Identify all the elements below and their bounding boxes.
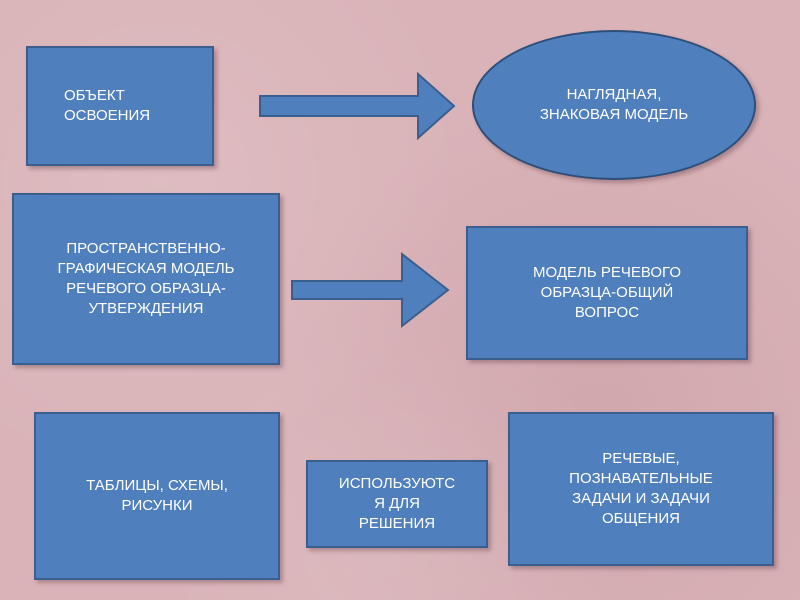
used-for-box: ИСПОЛЬЗУЮТС Я ДЛЯ РЕШЕНИЯ xyxy=(306,460,488,548)
visual-model-ellipse: НАГЛЯДНАЯ, ЗНАКОВАЯ МОДЕЛЬ xyxy=(472,30,756,180)
tables-box: ТАБЛИЦЫ, СХЕМЫ, РИСУНКИ xyxy=(34,412,280,580)
used-for-label: ИСПОЛЬЗУЮТС Я ДЛЯ РЕШЕНИЯ xyxy=(338,474,456,533)
spatial-model-label: ПРОСТРАНСТВЕННО- ГРАФИЧЕСКАЯ МОДЕЛЬ РЕЧЕ… xyxy=(57,239,235,318)
tables-label: ТАБЛИЦЫ, СХЕМЫ, РИСУНКИ xyxy=(86,476,228,514)
question-model-box: МОДЕЛЬ РЕЧЕВОГО ОБРАЗЦА-ОБЩИЙ ВОПРОС xyxy=(466,226,748,360)
object-label: ОБЪЕКТ ОСВОЕНИЯ xyxy=(64,86,151,124)
tasks-box: РЕЧЕВЫЕ, ПОЗНАВАТЕЛЬНЫЕ ЗАДАЧИ И ЗАДАЧИ … xyxy=(508,412,774,566)
arrow-right-icon xyxy=(291,251,450,329)
spatial-model-box: ПРОСТРАНСТВЕННО- ГРАФИЧЕСКАЯ МОДЕЛЬ РЕЧЕ… xyxy=(12,193,280,365)
question-model-label: МОДЕЛЬ РЕЧЕВОГО ОБРАЗЦА-ОБЩИЙ ВОПРОС xyxy=(533,263,681,322)
tasks-label: РЕЧЕВЫЕ, ПОЗНАВАТЕЛЬНЫЕ ЗАДАЧИ И ЗАДАЧИ … xyxy=(569,449,713,528)
object-box: ОБЪЕКТ ОСВОЕНИЯ xyxy=(26,46,214,166)
arrow-right-icon xyxy=(259,71,456,141)
visual-model-label: НАГЛЯДНАЯ, ЗНАКОВАЯ МОДЕЛЬ xyxy=(539,85,689,123)
